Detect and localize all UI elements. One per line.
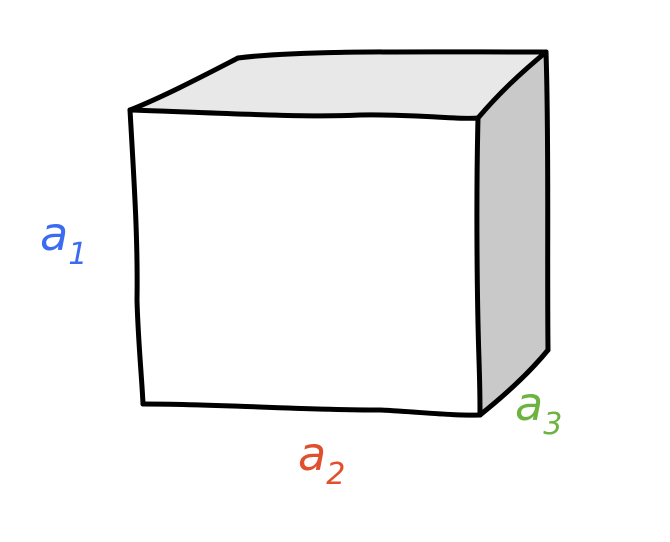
label-width: a2 [298, 427, 345, 492]
edge-front-bottom [140, 401, 483, 418]
edge-top-left [127, 55, 241, 113]
label-depth-index: 3 [543, 407, 562, 442]
top-face [130, 50, 546, 119]
label-height-letter: a [40, 207, 68, 261]
edge-back-right [543, 49, 551, 353]
edge-front-right [474, 115, 483, 418]
cuboid [127, 49, 551, 418]
edge-front-top [127, 107, 481, 121]
edge-top-back [235, 49, 549, 61]
side-face [477, 52, 548, 415]
label-height-index: 1 [68, 237, 87, 272]
label-depth-letter: a [515, 377, 543, 431]
cuboid-outline [127, 49, 551, 418]
front-face [130, 110, 480, 415]
label-width-letter: a [298, 427, 326, 481]
label-width-index: 2 [326, 457, 345, 492]
label-depth: a3 [515, 377, 562, 442]
label-height: a1 [40, 207, 87, 272]
edge-top-right [475, 49, 549, 121]
edge-bottom-right [477, 347, 551, 418]
edge-front-left [127, 107, 146, 407]
